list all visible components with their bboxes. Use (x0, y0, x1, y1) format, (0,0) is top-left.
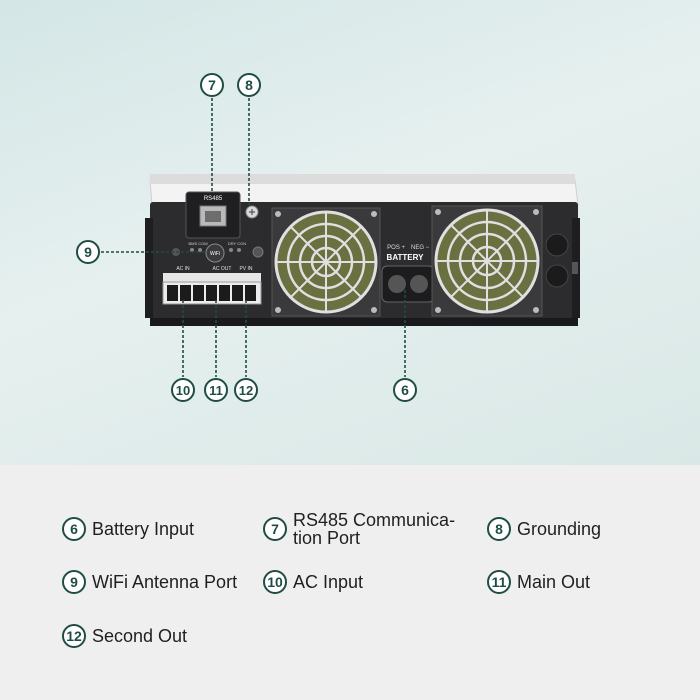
grounding-screw-slot (249, 209, 255, 215)
indicator-dot-1 (190, 248, 194, 252)
callout-7: 7 (200, 73, 224, 97)
legend-number: 6 (62, 517, 86, 541)
legend-item-rs485: 7 RS485 Communica- tion Port (263, 511, 468, 547)
diagram-area: RS485 BMS COM DRY CON WiFi AC IN AC OUT … (0, 0, 700, 465)
callout-12: 12 (234, 378, 258, 402)
side-connector-bottom (545, 264, 569, 288)
callout-8-text: 8 (245, 77, 253, 93)
terminal-block (162, 281, 262, 305)
legend-panel: 6 Battery Input 7 RS485 Communica- tion … (0, 465, 700, 700)
legend-item-main-out: 11 Main Out (487, 570, 590, 594)
legend-item-ac-input: 10 AC Input (263, 570, 363, 594)
legend-label: Battery Input (92, 519, 195, 539)
callout-7-text: 7 (208, 77, 216, 93)
device-top-edge (150, 174, 575, 184)
callout-9: 9 (76, 240, 100, 264)
legend-item-battery-input: 6 Battery Input (62, 517, 194, 541)
dry-con-label: DRY CON (228, 241, 246, 246)
pv-connector (252, 246, 264, 258)
inverter-diagram: RS485 BMS COM DRY CON WiFi AC IN AC OUT … (76, 73, 580, 402)
legend-label: Main Out (517, 572, 591, 592)
callout-12-text: 12 (239, 383, 253, 398)
callout-10-text: 10 (176, 383, 190, 398)
rs485-label: RS485 (204, 196, 223, 202)
battery-pos-label: POS + (387, 245, 405, 251)
indicator-dot-4 (237, 248, 241, 252)
legend-label: WiFi Antenna Port (92, 572, 238, 592)
legend-number: 10 (263, 570, 287, 594)
side-connector-top (545, 233, 569, 257)
legend-number: 12 (62, 624, 86, 648)
legend-label: Grounding (517, 519, 602, 539)
legend-number: 11 (487, 570, 511, 594)
legend-number: 7 (263, 517, 287, 541)
device-left-bracket (145, 218, 153, 318)
callout-11-text: 11 (209, 383, 223, 398)
indicator-dot-2 (198, 248, 202, 252)
ac-in-label: AC IN (176, 266, 190, 272)
callout-10: 10 (171, 378, 195, 402)
legend-label: Second Out (92, 626, 188, 646)
device-base (150, 318, 578, 326)
legend-number: 8 (487, 517, 511, 541)
pv-in-label: PV IN (239, 266, 252, 272)
battery-label: BATTERY (387, 253, 425, 262)
indicator-dot-3 (229, 248, 233, 252)
right-fan (431, 205, 543, 317)
rs485-port-socket (205, 211, 221, 222)
callout-lines (101, 98, 406, 377)
callout-11: 11 (204, 378, 228, 402)
legend-label: AC Input (293, 572, 364, 592)
legend-item-wifi-antenna: 9 WiFi Antenna Port (62, 570, 237, 594)
bms-com-label: BMS COM (188, 241, 207, 246)
battery-neg-label: NEG − (411, 245, 430, 251)
callout-9-text: 9 (84, 244, 92, 260)
side-switch (572, 262, 578, 274)
callout-6-text: 6 (401, 382, 409, 398)
legend-label: RS485 Communica- tion Port (293, 510, 456, 548)
callout-8: 8 (237, 73, 261, 97)
legend-number: 9 (62, 570, 86, 594)
battery-terminal-housing (381, 265, 435, 303)
terminal-label-strip (163, 273, 261, 282)
legend-item-second-out: 12 Second Out (62, 624, 187, 648)
ac-out-label: AC OUT (213, 266, 232, 272)
callout-6: 6 (393, 378, 417, 402)
wifi-label: WiFi (210, 251, 220, 257)
wifi-port (205, 243, 225, 263)
left-fan (271, 207, 381, 317)
legend-item-grounding: 8 Grounding (487, 517, 601, 541)
